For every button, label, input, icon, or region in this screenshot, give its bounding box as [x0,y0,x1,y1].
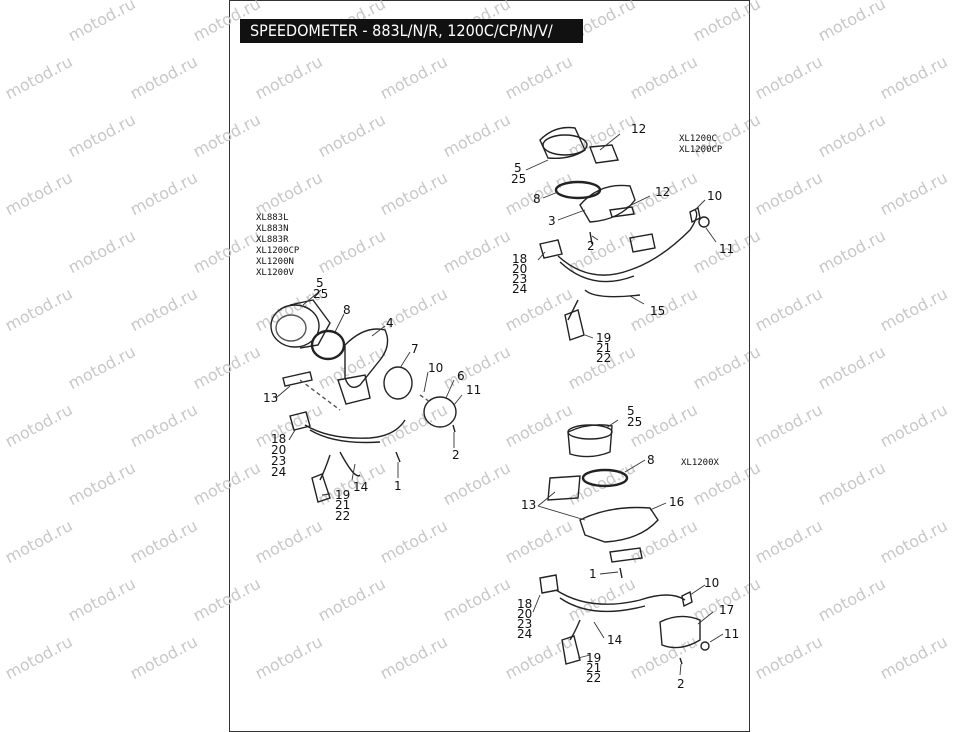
model-label: XL1200CP [679,145,723,155]
callout-10: 10 [428,361,444,375]
callout-5: 5 [514,161,522,175]
callout-23: 23 [512,272,528,286]
callout-18: 18 [517,597,533,611]
callout-8: 8 [647,453,655,467]
callout-17: 17 [719,603,735,617]
model-list-left: XL883L XL883N XL883R XL1200CP XL1200N XL… [256,213,299,279]
callout-11: 11 [466,383,482,397]
callout-2: 2 [452,448,460,462]
callout-14: 14 [353,480,369,494]
callout-20: 20 [517,607,533,621]
callout-13: 13 [521,498,537,512]
cover-plate [423,396,457,428]
callout-1: 1 [589,567,597,581]
callout-2: 2 [587,239,595,253]
speedometer-gauge [270,304,320,348]
callout-14: 14 [607,633,623,647]
bulb-socket [282,371,313,387]
callout-1: 1 [394,479,402,493]
housing-tr [579,184,636,223]
model-label: XL1200N [256,257,294,267]
harness-connector-br [561,635,581,665]
lamp-bar-br [547,475,581,501]
left-assembly [270,299,457,503]
harness-connector-tr [564,309,585,341]
callout-21: 21 [596,341,612,355]
callout-15: 15 [650,304,666,318]
model-label: XL1200C [679,134,717,144]
speedometer-gauge-br [567,424,613,458]
top-right-assembly [539,126,710,341]
indicator-lamp-tr [589,144,619,164]
connector-plug [289,411,311,431]
callout-4: 4 [386,316,394,330]
callout-16: 16 [669,495,685,509]
callout-3: 3 [548,214,556,228]
trim-ring [383,366,413,400]
harness-connector [311,473,331,503]
callout-24: 24 [512,282,528,296]
callout-23: 23 [271,454,287,468]
seal-ring-tr [554,180,602,200]
model-label: XL1200X [681,458,719,468]
bracket-tr [629,233,656,253]
callout-8: 8 [343,303,351,317]
callout-10: 10 [704,576,720,590]
mount-block [337,374,371,405]
callout-25: 25 [313,287,329,301]
callout-20: 20 [512,262,528,276]
callout-22: 22 [586,671,602,685]
callout-25: 25 [511,172,527,186]
model-label: XL1200CP [256,246,300,256]
model-label: XL883N [256,224,289,234]
page-title: SPEEDOMETER - 883L/N/R, 1200C/CP/N/V/ [240,19,583,43]
callout-24: 24 [271,465,287,479]
callout-19: 19 [596,331,612,345]
seal-ring-br [581,468,629,488]
callout-5: 5 [627,404,635,418]
callout-8: 8 [533,192,541,206]
callout-11: 11 [724,627,740,641]
housing-br [579,506,659,543]
callout-11: 11 [719,242,735,256]
callout-5: 5 [316,276,324,290]
callout-12: 12 [655,185,671,199]
callout-21: 21 [586,661,602,675]
model-list-bottom-right: XL1200X [681,458,719,469]
callout-21: 21 [335,498,351,512]
callout-7: 7 [411,342,419,356]
callout-19: 19 [335,488,351,502]
connector-tr [539,239,563,259]
callout-19: 19 [586,651,602,665]
callout-24: 24 [517,627,533,641]
connector-br [539,574,559,594]
callout-10: 10 [707,189,723,203]
callout-18: 18 [271,432,287,446]
model-label: XL883L [256,213,289,223]
callout-20: 20 [271,443,287,457]
callout-2: 2 [677,677,685,691]
base-cover-br [659,615,701,649]
seal-ring [310,329,346,361]
model-label: XL1200V [256,268,294,278]
callout-22: 22 [596,351,612,365]
callout-22: 22 [335,509,351,523]
callout-23: 23 [517,617,533,631]
housing-bracket [344,328,389,388]
bottom-right-assembly [539,424,710,665]
model-label: XL883R [256,235,289,245]
callout-18: 18 [512,252,528,266]
model-list-top-right: XL1200C XL1200CP [679,134,722,156]
callout-12: 12 [631,122,647,136]
callout-6: 6 [457,369,465,383]
diagram-sheet [229,0,750,732]
callout-25: 25 [627,415,643,429]
callout-13: 13 [263,391,279,405]
